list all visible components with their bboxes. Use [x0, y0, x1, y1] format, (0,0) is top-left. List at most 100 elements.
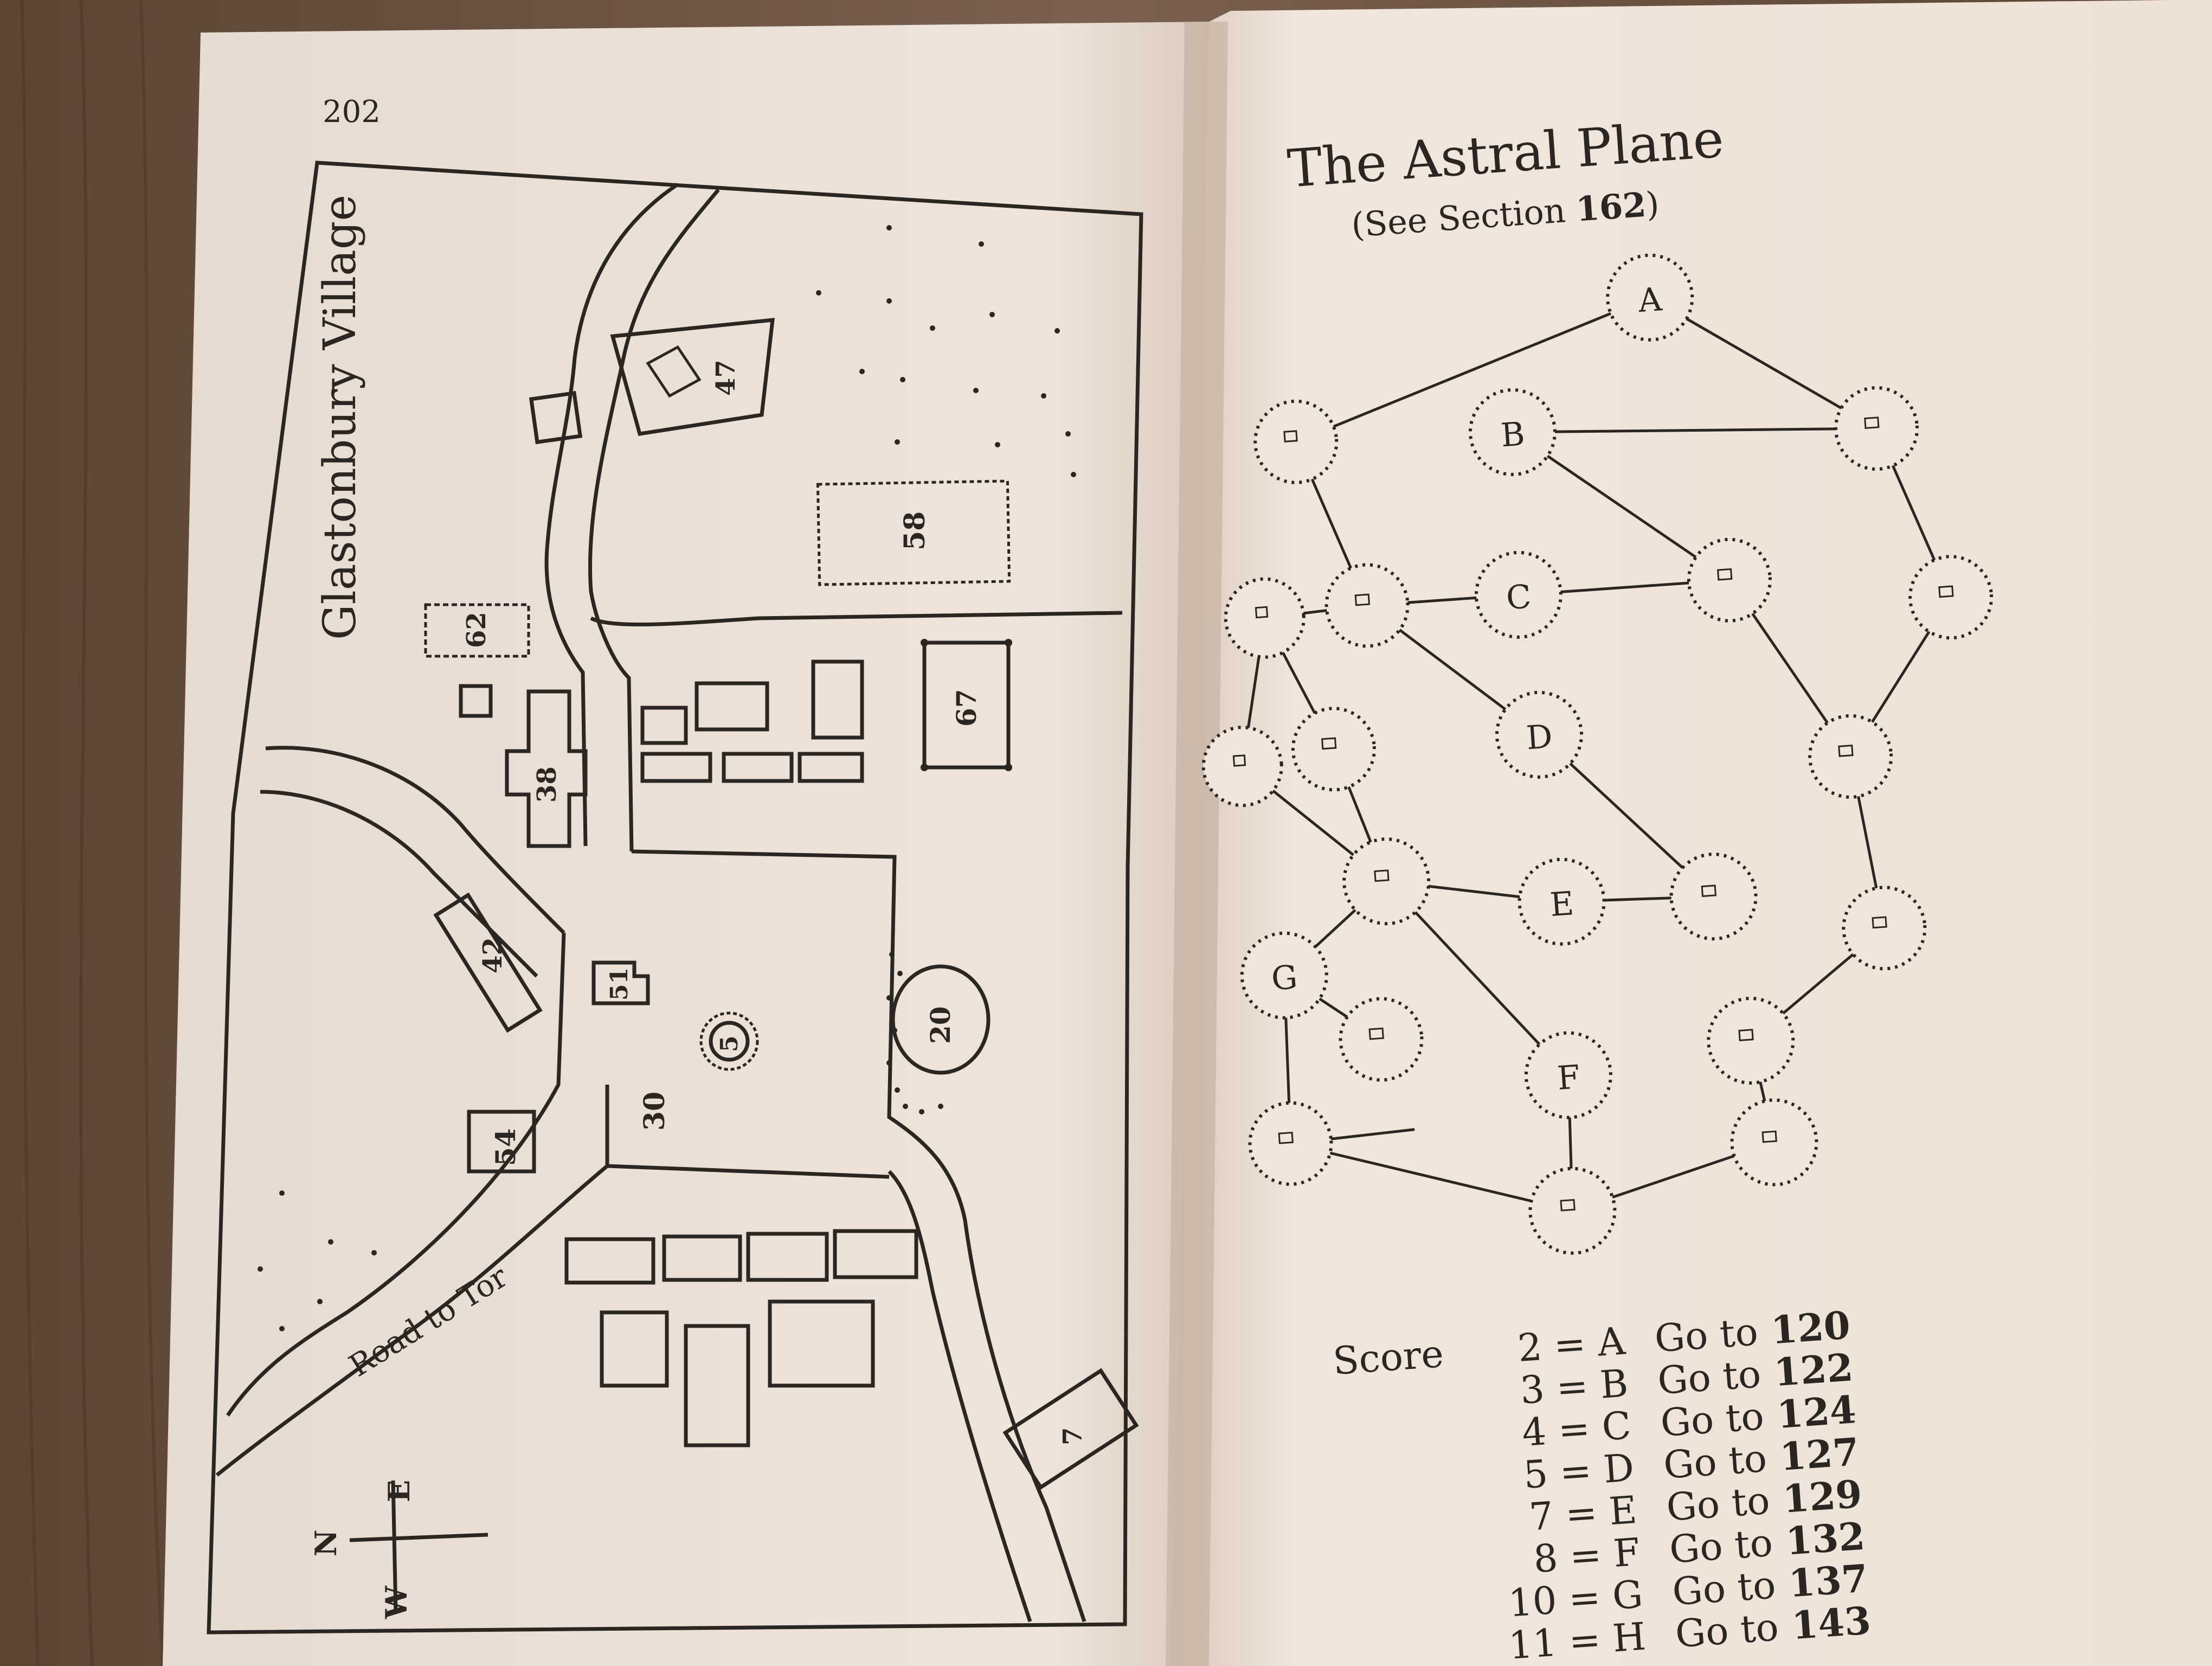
node-A: A [1606, 253, 1694, 342]
node-F: F [1524, 1031, 1612, 1119]
location-30: 30 [638, 1092, 671, 1131]
map-title: Glastonbury Village [314, 195, 366, 640]
score-row: 2 = A Go to 120 [1516, 1303, 1852, 1371]
svg-text:A: A [1637, 280, 1664, 320]
well-5: 5 [699, 1011, 759, 1071]
svg-text:Go to: Go to [1671, 1562, 1777, 1614]
field-marks [258, 225, 1076, 1331]
building-47: 47 [610, 318, 775, 436]
score-table: Score 2 = A Go to 120 3 = B Go to 122 4 … [1332, 1303, 1873, 1666]
road-to-tor-south-edge [215, 1085, 890, 1477]
score-row: 10 = G Go to 137 [1507, 1555, 1869, 1625]
svg-text:127: 127 [1778, 1429, 1861, 1479]
svg-text:Go to: Go to [1668, 1521, 1774, 1572]
svg-text:2 = A: 2 = A [1516, 1319, 1628, 1371]
wood-grain [20, 0, 164, 1666]
svg-text:E: E [382, 1480, 416, 1502]
svg-text:Go to: Go to [1656, 1351, 1763, 1403]
svg-text:124: 124 [1776, 1387, 1858, 1437]
svg-text:10 = G: 10 = G [1507, 1572, 1644, 1625]
svg-text:11 = H: 11 = H [1507, 1614, 1647, 1666]
building-7: 7 [1002, 1368, 1139, 1490]
road-south-east-inner [888, 1170, 1032, 1623]
road-to-tor-north-edge [226, 932, 566, 1417]
svg-text:Go to: Go to [1653, 1309, 1759, 1361]
svg-text:W: W [379, 1585, 414, 1619]
svg-text:G: G [1270, 958, 1299, 998]
score-row: 3 = B Go to 122 [1519, 1344, 1855, 1413]
road-east-edge [590, 611, 1123, 627]
map-border [207, 161, 1143, 1635]
road-west-bottom-edge [260, 790, 538, 978]
astral-nodes: A B C D E F G [1201, 253, 1994, 1255]
svg-text:132: 132 [1784, 1514, 1867, 1564]
building-38: 38 [505, 689, 588, 848]
node-unlabeled [1201, 386, 1994, 1255]
road-north-west-edge [544, 183, 679, 847]
building-small-north [529, 390, 583, 445]
building-cluster-north [640, 659, 864, 783]
svg-text:4 = C: 4 = C [1521, 1403, 1632, 1455]
building-51: 51 [591, 960, 650, 1005]
pond-20: 20 [886, 952, 991, 1114]
svg-text:122: 122 [1772, 1344, 1855, 1395]
svg-text:143: 143 [1790, 1598, 1873, 1648]
svg-text:67: 67 [950, 689, 982, 727]
svg-text:N: N [308, 1530, 343, 1556]
compass-rose: N E W [308, 1480, 488, 1619]
svg-text:42: 42 [478, 937, 508, 973]
node-B: B [1468, 388, 1557, 476]
building-small-west [459, 684, 493, 718]
svg-text:137: 137 [1787, 1555, 1869, 1606]
svg-text:5: 5 [716, 1035, 743, 1052]
building-cluster-south [564, 1229, 918, 1447]
svg-text:Go to: Go to [1659, 1394, 1765, 1445]
svg-text:38: 38 [532, 766, 562, 803]
building-58: 58 [816, 479, 1011, 586]
book-gutter [1166, 22, 1228, 1666]
svg-text:D: D [1525, 717, 1554, 757]
right-page [1171, 0, 2212, 1666]
svg-text:Go to: Go to [1662, 1436, 1769, 1488]
svg-text:120: 120 [1770, 1303, 1852, 1353]
page-number: 202 [323, 94, 381, 130]
svg-text:B: B [1500, 415, 1526, 454]
score-row: 5 = D Go to 127 [1522, 1429, 1860, 1497]
svg-text:62: 62 [461, 612, 492, 648]
score-row: 8 = F Go to 132 [1532, 1514, 1867, 1582]
svg-text:Go to: Go to [1665, 1478, 1771, 1530]
score-row: 4 = C Go to 124 [1521, 1387, 1858, 1455]
astral-plane-page: The Astral Plane (See Section 162) [1201, 108, 1994, 1666]
node-E: E [1517, 857, 1606, 946]
svg-text:8 = F: 8 = F [1532, 1530, 1642, 1581]
node-G: G [1240, 931, 1328, 1020]
svg-text:51: 51 [606, 967, 633, 1001]
svg-text:7 = E: 7 = E [1528, 1488, 1638, 1540]
svg-text:F: F [1556, 1058, 1581, 1098]
square-east-edge [631, 849, 1086, 1623]
svg-text:5 = D: 5 = D [1522, 1445, 1635, 1497]
svg-text:Go to: Go to [1674, 1605, 1780, 1656]
svg-text:47: 47 [711, 360, 741, 396]
svg-text:7: 7 [1058, 1427, 1088, 1445]
road-north-east-edge [588, 188, 720, 852]
left-page [163, 22, 1209, 1666]
building-54: 54 [467, 1110, 536, 1174]
svg-text:54: 54 [490, 1128, 522, 1166]
building-42: 42 [433, 892, 543, 1033]
svg-text:20: 20 [924, 1006, 956, 1044]
building-67: 67 [921, 639, 1012, 771]
building-62: 62 [424, 603, 530, 658]
svg-text:3 = B: 3 = B [1519, 1361, 1629, 1413]
svg-text:58: 58 [898, 511, 931, 550]
svg-text:C: C [1505, 578, 1533, 617]
svg-text:129: 129 [1782, 1471, 1864, 1522]
score-label: Score [1332, 1331, 1445, 1383]
node-C: C [1474, 550, 1562, 639]
svg-text:E: E [1549, 885, 1576, 924]
node-D: D [1495, 690, 1583, 779]
score-row: 7 = E Go to 129 [1528, 1471, 1863, 1540]
road-west-top-edge [265, 746, 565, 934]
